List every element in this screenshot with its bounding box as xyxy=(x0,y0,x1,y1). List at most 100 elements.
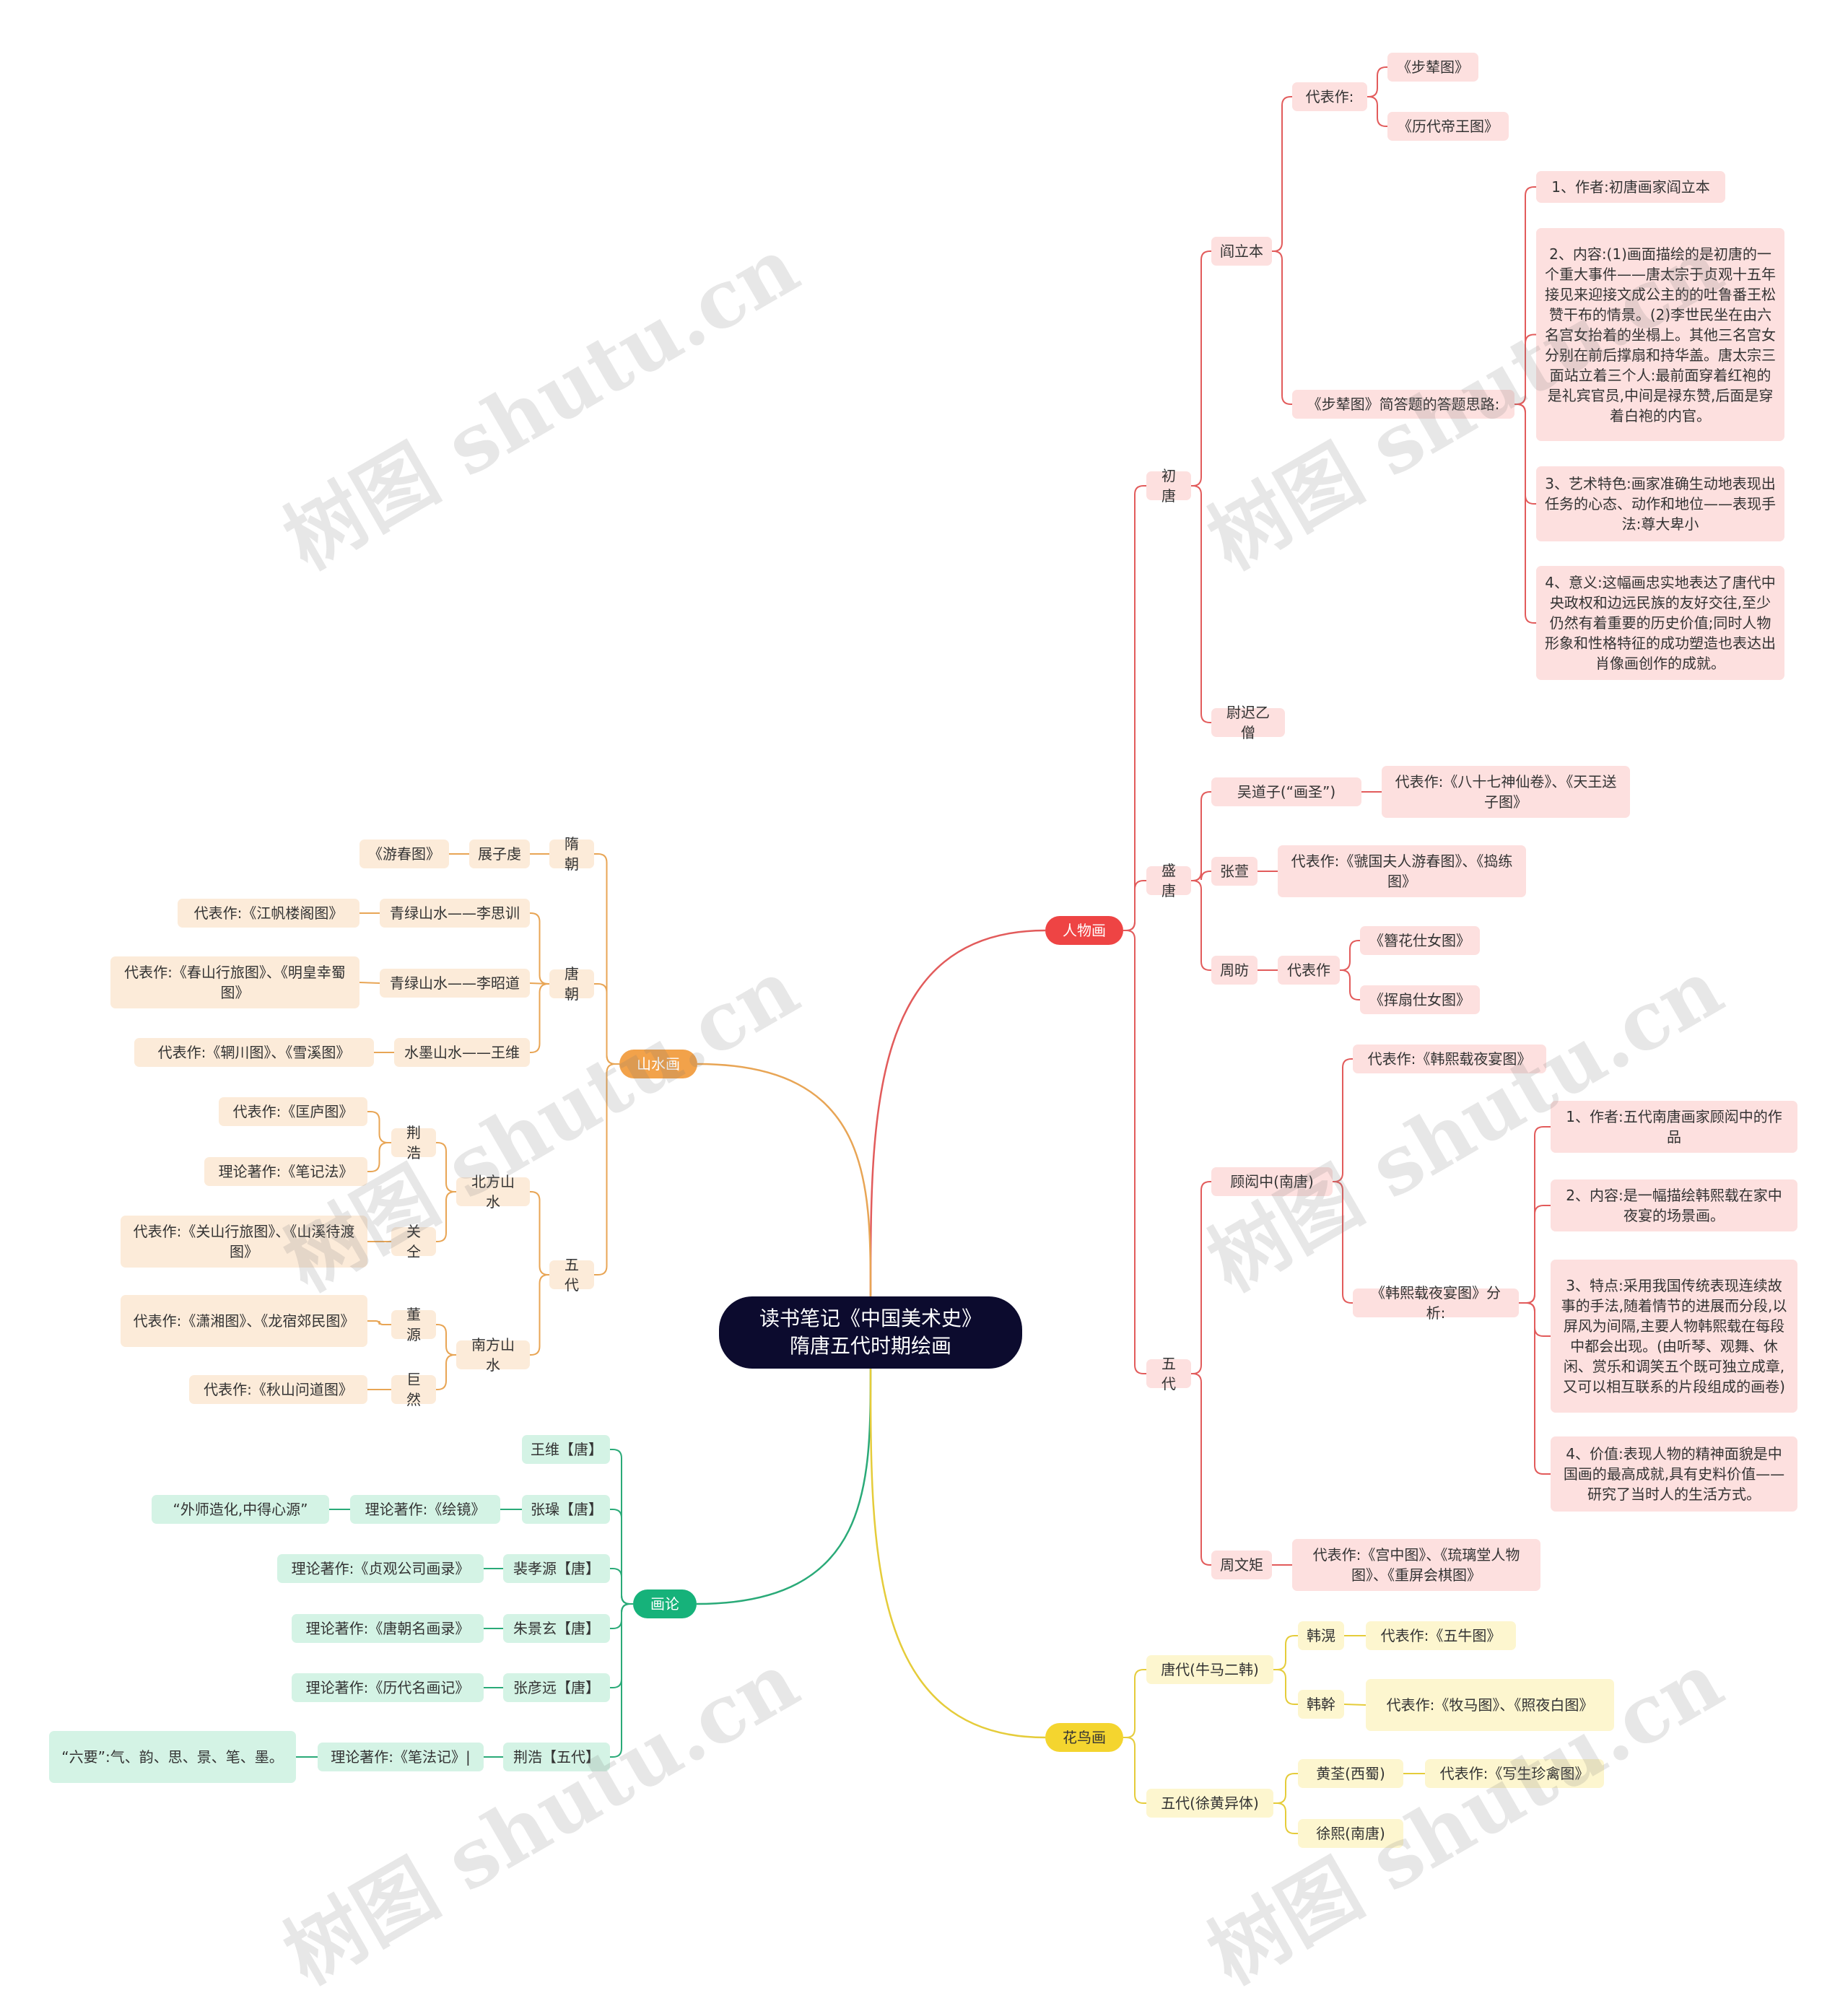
outline-point-author[interactable]: 1、作者:初唐画家阎立本 xyxy=(1536,171,1725,203)
analysis-point-author[interactable]: 1、作者:五代南唐画家顾闳中的作品 xyxy=(1551,1101,1797,1153)
zhang-yanyuan-theory[interactable]: 理论著作:《历代名画记》 xyxy=(292,1673,484,1702)
zhang-zao-theory[interactable]: 理论著作:《绘镜》 xyxy=(350,1495,500,1524)
painter-guan-tong[interactable]: 关仝 xyxy=(391,1223,436,1260)
southern-landscape[interactable]: 南方山水 xyxy=(456,1336,530,1374)
outline-point-significance[interactable]: 4、意义:这幅画忠实地表达了唐代中央政权和边远民族的友好交往,至少仍然有着重要的… xyxy=(1536,566,1784,680)
painter-ju-ran[interactable]: 巨然 xyxy=(391,1371,436,1408)
connector-line xyxy=(1123,1737,1146,1804)
zhou-fang-works-label[interactable]: 代表作 xyxy=(1278,956,1340,985)
bunian-answer-outline[interactable]: 《步辇图》简答题的答题思路: xyxy=(1292,390,1514,419)
gu-hongzhong-works[interactable]: 代表作:《韩熙载夜宴图》 xyxy=(1353,1045,1546,1073)
painter-zhan-ziqian[interactable]: 展子虔 xyxy=(469,840,530,868)
connector-line xyxy=(367,1320,391,1325)
painter-han-gan[interactable]: 韩幹 xyxy=(1298,1690,1344,1719)
jing-hao-theory[interactable]: 理论著作:《笔记法》 xyxy=(204,1157,367,1186)
painter-li-sixun[interactable]: 青绿山水——李思训 xyxy=(380,899,530,928)
period-tang-dynasty[interactable]: 唐朝 xyxy=(549,965,594,1003)
branch-landscape-painting[interactable]: 山水画 xyxy=(619,1050,697,1078)
work-zanhua-shinu-tu[interactable]: 《簪花仕女图》 xyxy=(1360,926,1480,955)
connector-line xyxy=(610,1568,633,1605)
connector-line xyxy=(367,1111,391,1143)
analysis-point-value[interactable]: 4、价值:表现人物的精神面貌是中国画的最高成就,具有史料价值——研究了当时人的生… xyxy=(1551,1436,1797,1512)
painter-huang-quan[interactable]: 黄荃(西蜀) xyxy=(1298,1759,1403,1788)
connector-line xyxy=(1273,1669,1298,1705)
outline-point-content[interactable]: 2、内容:(1)画面描绘的是初唐的一个重大事件——唐太宗于贞观十五年接见来迎接文… xyxy=(1536,228,1784,441)
connector-line xyxy=(1191,1373,1211,1566)
period-five-dynasties-landscape[interactable]: 五代 xyxy=(549,1256,594,1294)
wang-wei-works[interactable]: 代表作:《辋川图》、《雪溪图》 xyxy=(134,1038,374,1067)
period-high-tang[interactable]: 盛唐 xyxy=(1146,862,1191,899)
painter-jing-hao[interactable]: 荆浩 xyxy=(391,1124,436,1161)
theorist-wang-wei[interactable]: 王维【唐】 xyxy=(522,1435,610,1464)
branch-painting-theory[interactable]: 画论 xyxy=(633,1589,697,1618)
connector-line xyxy=(1123,880,1146,931)
zhou-wenju-works[interactable]: 代表作:《宫中图》、《琉璃堂人物图》、《重屏会棋图》 xyxy=(1292,1539,1540,1591)
pei-xiaoyuan-theory[interactable]: 理论著作:《贞观公司画录》 xyxy=(277,1554,484,1583)
work-huishan-shinu-tu[interactable]: 《挥扇仕女图》 xyxy=(1360,985,1480,1014)
han-gan-works[interactable]: 代表作:《牧马图》、《照夜白图》 xyxy=(1366,1679,1614,1731)
connector-line xyxy=(436,1324,456,1356)
connector-line xyxy=(530,983,549,1053)
branch-figure-painting[interactable]: 人物画 xyxy=(1045,916,1123,945)
huang-quan-works[interactable]: 代表作:《写生珍禽图》 xyxy=(1425,1759,1604,1788)
painter-dong-yuan[interactable]: 董源 xyxy=(391,1306,436,1343)
period-five-dynasties[interactable]: 五代 xyxy=(1146,1355,1191,1392)
painter-zhang-xuan[interactable]: 张萱 xyxy=(1211,857,1258,886)
work-lidai-diwang-tu[interactable]: 《历代帝王图》 xyxy=(1387,112,1509,141)
painter-li-zhaodao[interactable]: 青绿山水——李昭道 xyxy=(380,969,530,998)
connector-line xyxy=(1191,485,1211,723)
painter-han-huang[interactable]: 韩滉 xyxy=(1298,1621,1344,1650)
zhu-jingxuan-theory[interactable]: 理论著作:《唐朝名画录》 xyxy=(292,1614,484,1643)
representative-works-label[interactable]: 代表作: xyxy=(1292,82,1367,111)
painter-wang-wei[interactable]: 水墨山水——王维 xyxy=(394,1038,530,1067)
central-topic[interactable]: 读书笔记《中国美术史》 隋唐五代时期绘画 xyxy=(719,1296,1022,1369)
connector-line xyxy=(1514,333,1536,405)
theorist-zhang-zao[interactable]: 张璪【唐】 xyxy=(522,1495,610,1524)
wu-daozi-works[interactable]: 代表作:《八十七神仙卷》、《天王送子图》 xyxy=(1382,766,1630,818)
painter-zhou-wenju[interactable]: 周文矩 xyxy=(1211,1551,1272,1579)
painter-zhou-fang[interactable]: 周昉 xyxy=(1211,956,1258,985)
theorist-zhu-jingxuan[interactable]: 朱景玄【唐】 xyxy=(503,1614,610,1643)
period-sui-dynasty[interactable]: 隋朝 xyxy=(549,835,594,873)
painter-xu-xi[interactable]: 徐熙(南唐) xyxy=(1298,1819,1403,1848)
outline-point-artistic-features[interactable]: 3、艺术特色:画家准确生动地表现出任务的心态、动作和地位——表现手法:尊大卑小 xyxy=(1536,466,1784,541)
zhang-xuan-works[interactable]: 代表作:《虢国夫人游春图》、《捣练图》 xyxy=(1278,845,1526,897)
connector-line xyxy=(1191,791,1211,881)
connector-line xyxy=(1191,871,1211,881)
zhang-zao-quote[interactable]: “外师造化,中得心源” xyxy=(152,1495,329,1524)
painter-yuchi-yiseng[interactable]: 尉迟乙僧 xyxy=(1211,704,1285,741)
guan-tong-works[interactable]: 代表作:《关山行旅图》、《山溪待渡图》 xyxy=(121,1216,367,1268)
han-huang-works[interactable]: 代表作:《五牛图》 xyxy=(1366,1621,1516,1650)
period-early-tang[interactable]: 初唐 xyxy=(1146,467,1191,505)
jing-hao-bifaji[interactable]: 理论著作:《笔法记》| xyxy=(318,1743,484,1771)
branch-bird-flower-painting[interactable]: 花鸟画 xyxy=(1045,1723,1123,1752)
painter-gu-hongzhong[interactable]: 顾闳中(南唐) xyxy=(1211,1167,1333,1196)
work-bunian-tu[interactable]: 《步辇图》 xyxy=(1387,53,1478,82)
six-essentials-quote[interactable]: “六要”:气、韵、思、景、笔、墨。 xyxy=(49,1731,296,1783)
dong-yuan-works[interactable]: 代表作:《潇湘图》、《龙宿郊民图》 xyxy=(121,1295,367,1347)
li-sixun-works[interactable]: 代表作:《江帆楼阁图》 xyxy=(178,899,359,928)
painter-yan-liben[interactable]: 阎立本 xyxy=(1211,237,1272,266)
theorist-pei-xiaoyuan[interactable]: 裴孝源【唐】 xyxy=(503,1554,610,1583)
connector-line xyxy=(1273,1802,1298,1834)
connector-line xyxy=(530,1274,549,1356)
analysis-point-content[interactable]: 2、内容:是一幅描绘韩熙载在家中夜宴的场景画。 xyxy=(1551,1179,1797,1231)
work-youchun-tu[interactable]: 《游春图》 xyxy=(359,840,449,868)
connector-line xyxy=(1272,96,1292,252)
ju-ran-works[interactable]: 代表作:《秋山问道图》 xyxy=(189,1375,367,1404)
jing-hao-works[interactable]: 代表作:《匡庐图》 xyxy=(219,1097,367,1126)
connector-line xyxy=(1191,250,1211,487)
li-zhaodao-works[interactable]: 代表作:《春山行旅图》、《明皇幸蜀图》 xyxy=(110,956,359,1008)
main-branch-line xyxy=(697,1063,872,1297)
painter-wu-daozi[interactable]: 吴道子(“画圣”) xyxy=(1211,777,1361,806)
connector-line xyxy=(594,983,619,1065)
hanxizai-analysis[interactable]: 《韩熙载夜宴图》分析: xyxy=(1353,1284,1519,1322)
theorist-jing-hao[interactable]: 荆浩【五代】 xyxy=(503,1743,610,1771)
period-five-dynasties-xu-huang[interactable]: 五代(徐黄异体) xyxy=(1146,1789,1273,1818)
connector-line xyxy=(530,1191,549,1275)
theorist-zhang-yanyuan[interactable]: 张彦远【唐】 xyxy=(503,1673,610,1702)
connector-line xyxy=(436,1142,456,1192)
northern-landscape[interactable]: 北方山水 xyxy=(456,1173,530,1211)
period-tang-two-hans[interactable]: 唐代(牛马二韩) xyxy=(1146,1655,1273,1684)
analysis-point-features[interactable]: 3、特点:采用我国传统表现连续故事的手法,随着情节的进展而分段,以屏风为间隔,主… xyxy=(1551,1260,1797,1413)
